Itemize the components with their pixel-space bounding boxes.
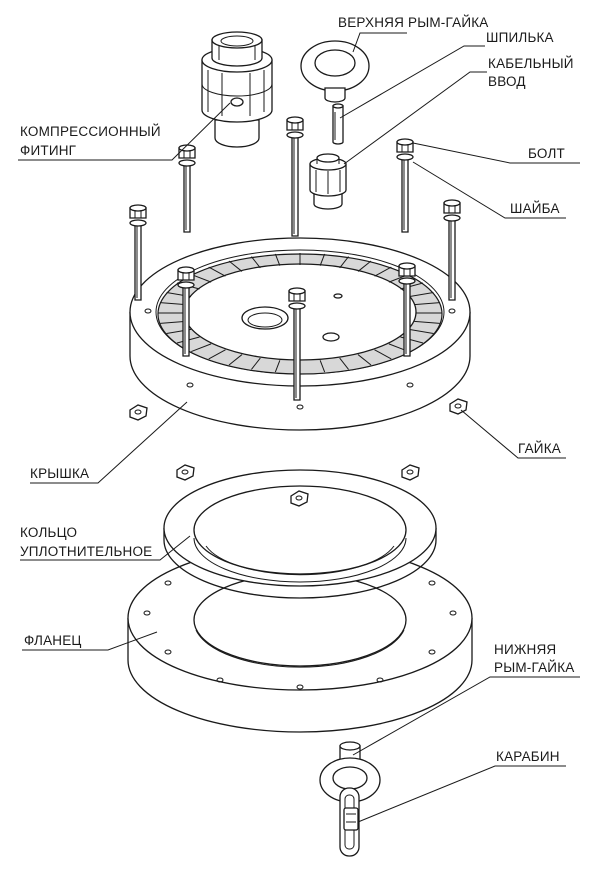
label-cable-gland-2: ВВОД bbox=[488, 74, 526, 89]
label-carabiner: КАРАБИН bbox=[496, 749, 560, 764]
cover-rib bbox=[274, 253, 281, 266]
cover-rib bbox=[374, 266, 392, 277]
cable-gland bbox=[309, 153, 347, 210]
washer bbox=[443, 214, 461, 222]
bolt bbox=[396, 138, 414, 233]
bolt bbox=[178, 144, 196, 233]
label-cover: КРЫШКА bbox=[30, 466, 89, 481]
washer bbox=[396, 153, 414, 161]
cover-rib bbox=[160, 302, 186, 306]
cover-rib bbox=[319, 253, 326, 266]
label-stud: ШПИЛЬКА bbox=[486, 30, 554, 45]
cover-rib bbox=[319, 360, 326, 373]
loose-nut bbox=[129, 404, 148, 421]
bolt bbox=[129, 204, 147, 301]
loose-nut bbox=[449, 398, 468, 415]
label-cable-gland-1: КАБЕЛЬНЫЙ bbox=[488, 56, 574, 71]
cover-rib bbox=[274, 360, 281, 373]
label-nut: ГАЙКА bbox=[518, 441, 561, 456]
washer bbox=[286, 131, 304, 139]
label-upper-eye-nut: ВЕРХНЯЯ РЫМ-ГАЙКА bbox=[338, 15, 489, 30]
bolt bbox=[177, 266, 195, 357]
seal-ring bbox=[163, 469, 437, 599]
bolt bbox=[443, 199, 461, 301]
washer bbox=[288, 302, 306, 310]
cover-rib bbox=[414, 320, 440, 324]
cover-rib bbox=[414, 302, 440, 306]
label-compression-fitting-1: КОМПРЕССИОННЫЙ bbox=[20, 124, 161, 139]
cover-rib bbox=[208, 349, 226, 360]
cover-rib bbox=[374, 349, 392, 360]
washer bbox=[178, 159, 196, 167]
cover-rib bbox=[408, 328, 434, 335]
cover-rib bbox=[339, 256, 349, 269]
compression-fitting bbox=[201, 31, 273, 148]
bolt bbox=[398, 262, 416, 357]
cover-rib bbox=[357, 354, 372, 366]
cover-rib bbox=[228, 354, 243, 366]
label-seal-ring-2: УПЛОТНИТЕЛЬНОЕ bbox=[20, 544, 152, 559]
cover-rib bbox=[228, 260, 243, 272]
lower-eye-nut bbox=[319, 741, 381, 803]
loose-nut bbox=[290, 490, 309, 507]
cover-rib bbox=[251, 357, 261, 370]
bolt bbox=[288, 287, 306, 401]
label-washer: ШАЙБА bbox=[510, 201, 560, 216]
upper-eye-nut bbox=[300, 40, 370, 103]
carabiner bbox=[339, 787, 360, 857]
label-flange: ФЛАНЕЦ bbox=[24, 633, 82, 648]
flange bbox=[127, 545, 473, 733]
washer bbox=[398, 277, 416, 285]
washer bbox=[129, 219, 147, 227]
cover-rib bbox=[357, 260, 372, 272]
label-lower-eye-nut-2: РЫМ-ГАЙКА bbox=[494, 660, 574, 675]
cover-rib bbox=[191, 343, 212, 353]
label-bolt: БОЛТ bbox=[528, 146, 565, 161]
cover-rib bbox=[208, 266, 226, 277]
stud bbox=[332, 103, 344, 145]
label-seal-ring-1: КОЛЬЦО bbox=[20, 525, 77, 540]
cover-ribs bbox=[158, 253, 442, 373]
bolt bbox=[286, 116, 304, 237]
washer bbox=[177, 281, 195, 289]
cover-rib bbox=[160, 320, 186, 324]
label-compression-fitting-2: ФИТИНГ bbox=[20, 143, 77, 158]
loose-nut bbox=[176, 464, 195, 481]
cover-rib bbox=[251, 256, 261, 269]
loose-nut bbox=[401, 464, 420, 481]
cover-rib bbox=[408, 291, 434, 298]
leader-lines bbox=[18, 32, 580, 823]
label-lower-eye-nut-1: НИЖНЯЯ bbox=[494, 642, 556, 657]
cover-rib bbox=[339, 357, 349, 370]
